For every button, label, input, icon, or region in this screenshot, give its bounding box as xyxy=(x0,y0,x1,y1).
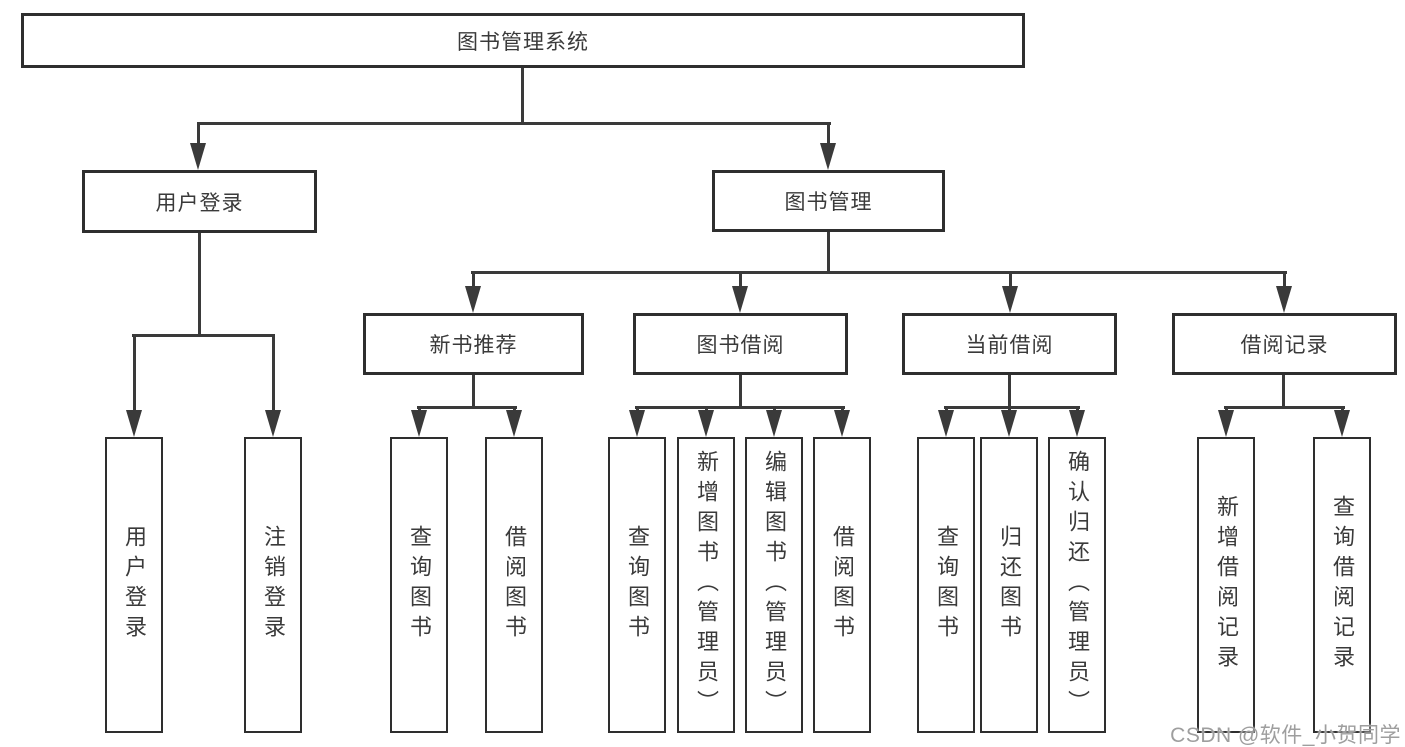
connector-line xyxy=(1283,271,1286,289)
node-leaf-user-login-label: 用户登录 xyxy=(122,525,147,645)
node-leaf-bb-query-books-label: 查询图书 xyxy=(625,525,650,645)
node-root-label: 图书管理系统 xyxy=(457,30,589,54)
node-current-borrow-label: 当前借阅 xyxy=(965,334,1054,357)
connector-line xyxy=(198,233,201,336)
arrow-down-icon xyxy=(1002,286,1018,313)
node-borrow-records: 借阅记录 xyxy=(1172,313,1397,375)
connector-line xyxy=(1009,271,1012,289)
connector-line xyxy=(272,334,275,413)
arrow-down-icon xyxy=(1001,410,1017,437)
connector-line xyxy=(471,271,1287,274)
connector-line xyxy=(635,406,845,409)
arrow-down-icon xyxy=(411,410,427,437)
connector-line xyxy=(944,406,1080,409)
arrow-down-icon xyxy=(1276,286,1292,313)
csdn-watermark: CSDN @软件_小贺同学 xyxy=(1170,724,1401,747)
node-user-login-label: 用户登录 xyxy=(155,191,244,215)
node-book-borrow-label: 图书借阅 xyxy=(696,334,785,357)
node-leaf-bb-edit-books-admin-label: 编辑图书（管理员） xyxy=(762,450,787,720)
node-leaf-cb-query-books: 查询图书 xyxy=(917,437,975,733)
node-book-mgmt: 图书管理 xyxy=(712,170,945,232)
node-leaf-bb-add-books-admin-label: 新增图书（管理员） xyxy=(694,450,719,720)
arrow-down-icon xyxy=(265,410,281,437)
node-leaf-cb-confirm-return-admin: 确认归还（管理员） xyxy=(1048,437,1106,733)
arrow-down-icon xyxy=(766,410,782,437)
connector-line xyxy=(1008,375,1011,408)
node-leaf-nb-borrow-books-label: 借阅图书 xyxy=(502,525,527,645)
node-leaf-br-add-record: 新增借阅记录 xyxy=(1197,437,1255,733)
node-leaf-cb-confirm-return-admin-label: 确认归还（管理员） xyxy=(1065,450,1090,720)
node-root: 图书管理系统 xyxy=(21,13,1025,68)
arrow-down-icon xyxy=(834,410,850,437)
connector-line xyxy=(417,406,517,409)
connector-line xyxy=(472,271,475,289)
node-leaf-nb-query-books: 查询图书 xyxy=(390,437,448,733)
node-leaf-nb-borrow-books: 借阅图书 xyxy=(485,437,543,733)
arrow-down-icon xyxy=(126,410,142,437)
node-leaf-nb-query-books-label: 查询图书 xyxy=(407,525,432,645)
node-current-borrow: 当前借阅 xyxy=(902,313,1117,375)
node-leaf-br-add-record-label: 新增借阅记录 xyxy=(1214,495,1239,675)
node-leaf-bb-add-books-admin: 新增图书（管理员） xyxy=(677,437,735,733)
connector-line xyxy=(197,122,831,125)
connector-line xyxy=(827,122,830,146)
node-leaf-logout-label: 注销登录 xyxy=(261,525,286,645)
node-book-mgmt-label: 图书管理 xyxy=(784,191,873,214)
arrow-down-icon xyxy=(1218,410,1234,437)
connector-line xyxy=(521,68,524,124)
arrow-down-icon xyxy=(732,286,748,313)
node-new-books: 新书推荐 xyxy=(363,313,584,375)
arrow-down-icon xyxy=(698,410,714,437)
connector-line xyxy=(133,334,136,413)
node-leaf-br-query-record-label: 查询借阅记录 xyxy=(1330,495,1355,675)
connector-line xyxy=(1224,406,1345,409)
node-leaf-logout: 注销登录 xyxy=(244,437,302,733)
arrow-down-icon xyxy=(820,143,836,170)
arrow-down-icon xyxy=(506,410,522,437)
node-leaf-bb-borrow-books: 借阅图书 xyxy=(813,437,871,733)
arrow-down-icon xyxy=(938,410,954,437)
connector-line xyxy=(132,334,275,337)
node-leaf-cb-query-books-label: 查询图书 xyxy=(934,525,959,645)
connector-line xyxy=(1282,375,1285,408)
arrow-down-icon xyxy=(1069,410,1085,437)
connector-line xyxy=(739,271,742,289)
arrow-down-icon xyxy=(1334,410,1350,437)
connector-line xyxy=(827,232,830,274)
connector-line xyxy=(472,375,475,408)
node-leaf-cb-return-books-label: 归还图书 xyxy=(997,525,1022,645)
node-leaf-user-login: 用户登录 xyxy=(105,437,163,733)
node-new-books-label: 新书推荐 xyxy=(429,334,518,357)
connector-line xyxy=(739,375,742,408)
node-leaf-cb-return-books: 归还图书 xyxy=(980,437,1038,733)
arrow-down-icon xyxy=(465,286,481,313)
node-leaf-bb-edit-books-admin: 编辑图书（管理员） xyxy=(745,437,803,733)
node-leaf-br-query-record: 查询借阅记录 xyxy=(1313,437,1371,733)
arrow-down-icon xyxy=(190,143,206,170)
node-user-login: 用户登录 xyxy=(82,170,317,233)
node-book-borrow: 图书借阅 xyxy=(633,313,848,375)
connector-line xyxy=(197,122,200,146)
node-borrow-records-label: 借阅记录 xyxy=(1240,334,1329,357)
node-leaf-bb-query-books: 查询图书 xyxy=(608,437,666,733)
node-leaf-bb-borrow-books-label: 借阅图书 xyxy=(830,525,855,645)
arrow-down-icon xyxy=(629,410,645,437)
